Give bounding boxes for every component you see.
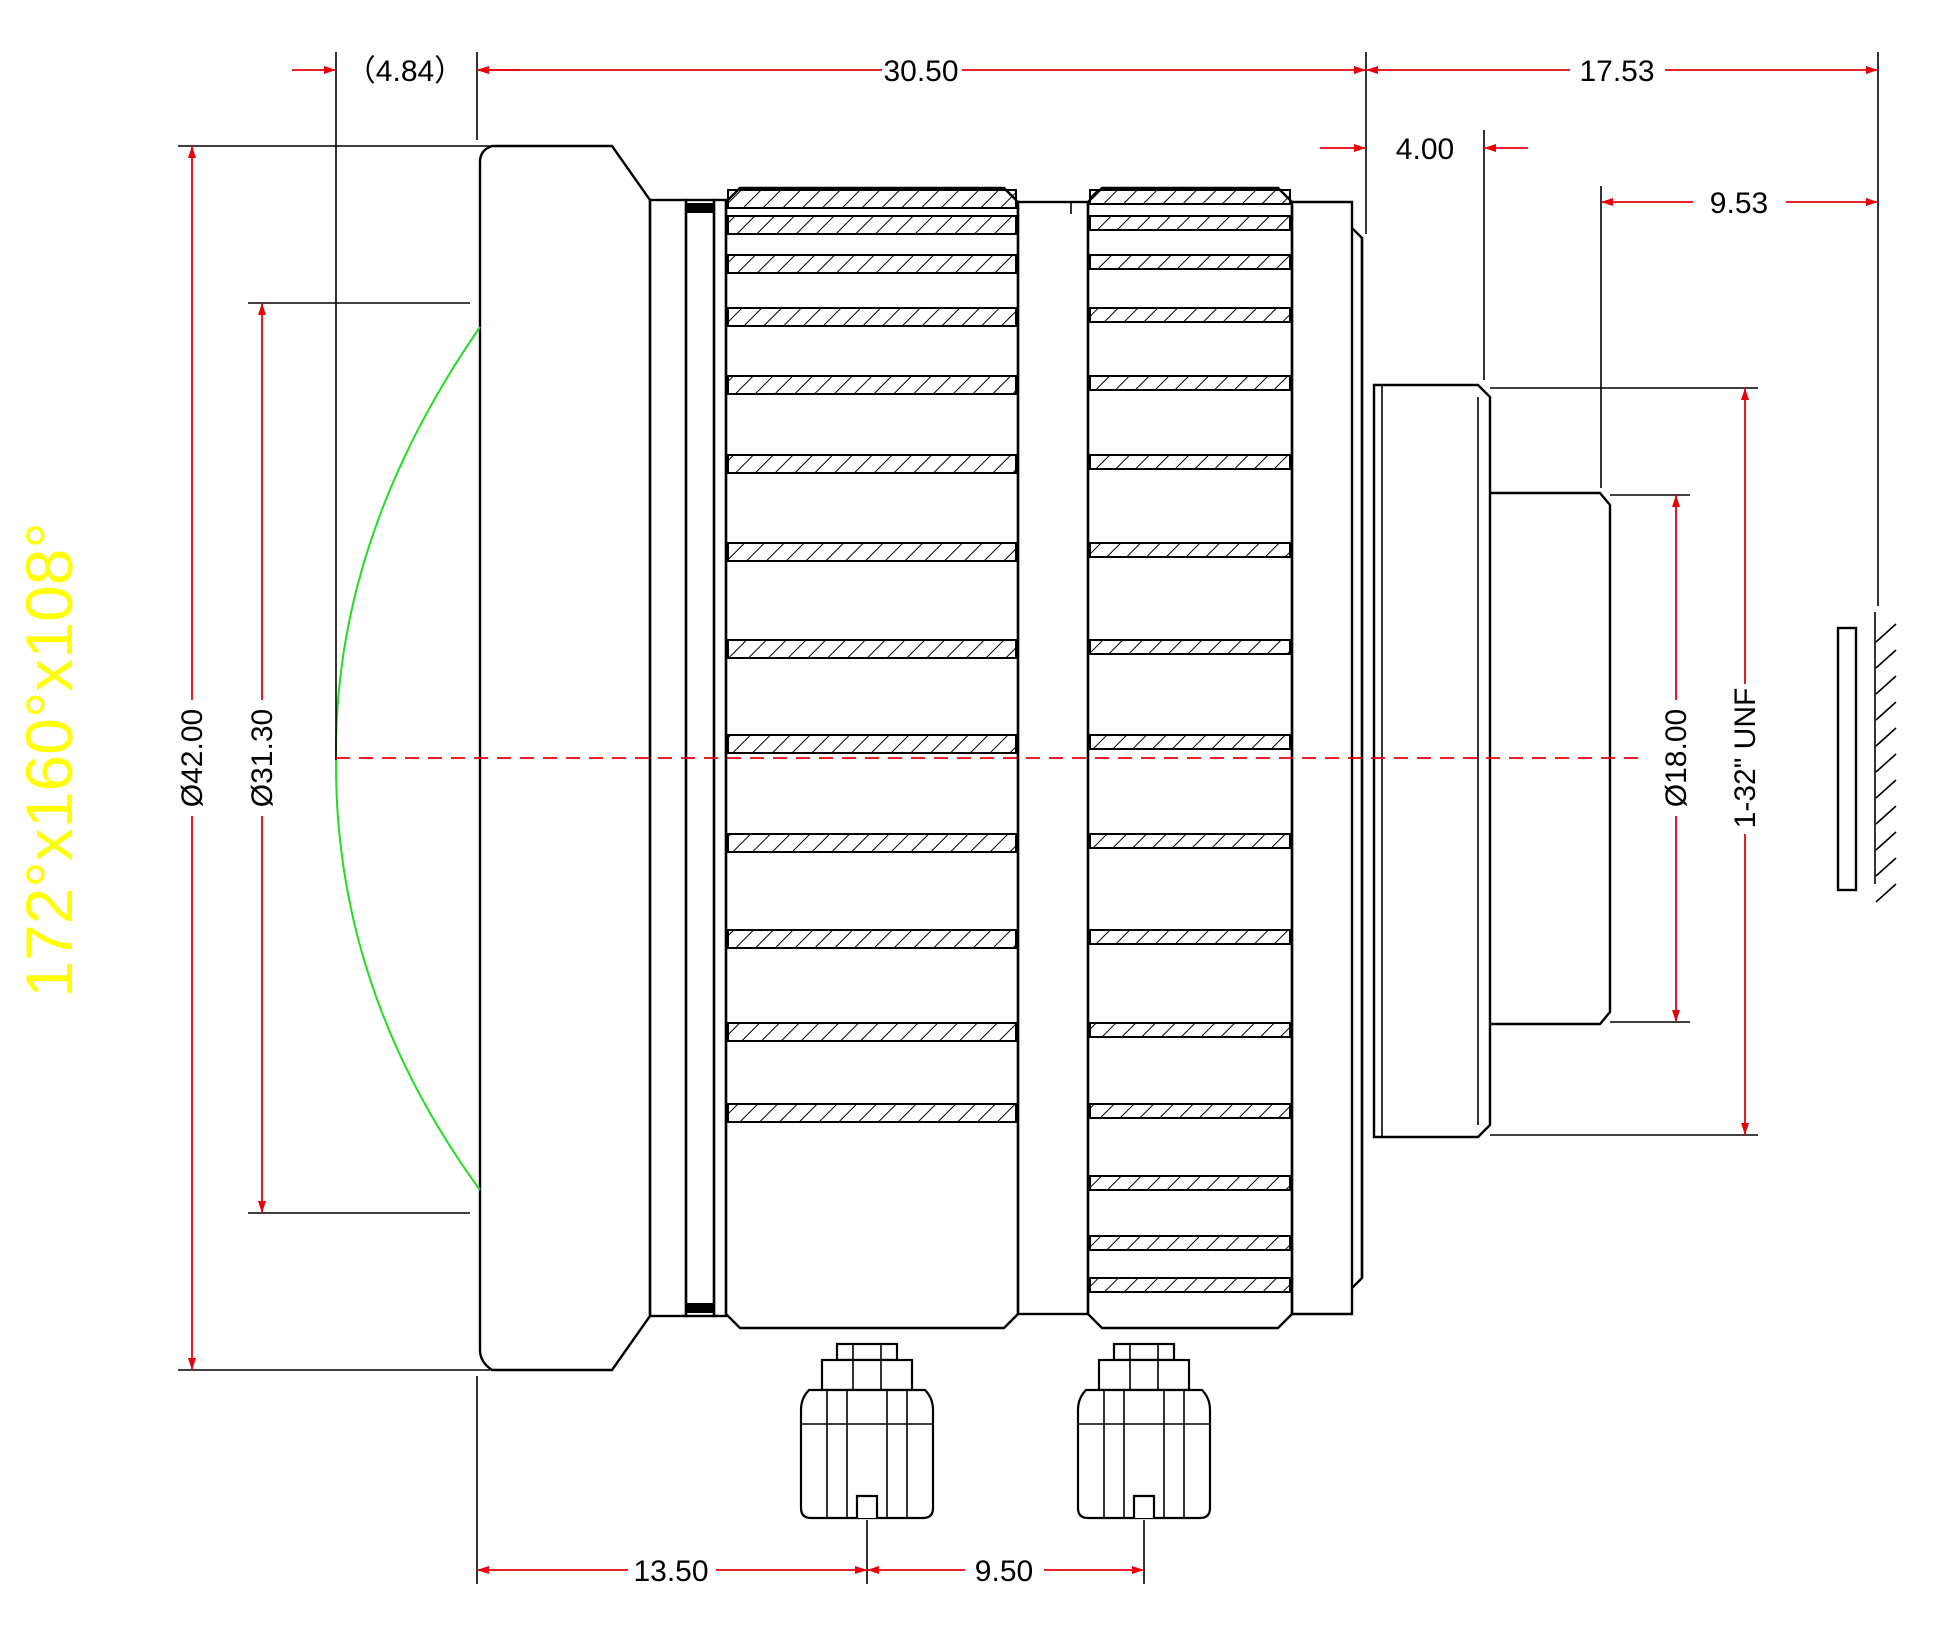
knurl-band	[727, 542, 1017, 562]
knurl-band	[1089, 639, 1291, 655]
dimensions: （4.84） 30.50 17.53 4.00 9.53 Ø42.00 Ø31.…	[176, 55, 1878, 1588]
screw-part	[855, 1494, 879, 1518]
knurl-band	[1089, 1235, 1291, 1251]
knurl-band	[727, 215, 1017, 235]
dim-screw-spacing: 9.50	[975, 1555, 1033, 1588]
dim-body-length: 30.50	[883, 55, 958, 88]
dim-outer-diameter: Ø42.00	[176, 709, 209, 807]
sensor-hatch-line	[1875, 701, 1897, 721]
dim-front-offset: （4.84）	[346, 55, 464, 88]
knurl-band	[727, 454, 1017, 474]
dim-front-glass-diameter: Ø31.30	[246, 709, 279, 807]
ring-groove-top-seal	[686, 203, 714, 213]
knurl-band	[1089, 454, 1291, 470]
knurl-band	[1089, 1277, 1291, 1293]
extension-lines	[178, 52, 1879, 1584]
lens-body	[334, 144, 1897, 1372]
mount-thread	[1372, 383, 1492, 1139]
knurl-band	[1089, 833, 1291, 849]
dim-flange-length: 17.53	[1579, 55, 1654, 88]
rear-body	[1290, 200, 1354, 1316]
knurl-band	[1089, 215, 1291, 231]
sensor-hatch-line	[1875, 623, 1897, 643]
sensor-hatch-line	[1875, 883, 1897, 903]
screw-part	[1097, 1358, 1191, 1392]
knurl-band	[727, 833, 1017, 853]
set-screw-2	[1076, 1342, 1212, 1520]
dim-screw1-offset: 13.50	[633, 1555, 708, 1588]
knurl-band	[1089, 734, 1291, 750]
sensor-hatch-line	[1875, 753, 1897, 773]
knurl-band	[727, 1103, 1017, 1123]
screw-part	[799, 1388, 935, 1520]
sensor-hatch-line	[1875, 857, 1897, 877]
screw-part	[820, 1358, 914, 1392]
knurl-band	[1089, 542, 1291, 558]
ring-groove-bottom-seal	[686, 1303, 714, 1313]
knurl-band	[1089, 929, 1291, 945]
sensor-hatch-line	[1875, 675, 1897, 695]
screw-part	[1112, 1342, 1176, 1362]
screw-part	[1132, 1494, 1156, 1518]
knurl-band	[727, 254, 1017, 274]
knurl-band	[1089, 189, 1291, 205]
sensor-hatch-line	[1875, 727, 1897, 747]
front-hood	[478, 144, 652, 1372]
knurl-band	[727, 734, 1017, 754]
ring-2-knurl	[1089, 189, 1291, 1293]
sensor-hatch-line	[1875, 649, 1897, 669]
fov-label: 172°x160°x108°	[12, 522, 86, 998]
dim-mount-thread: 1-32" UNF	[1729, 688, 1762, 829]
sensor-hatch-line	[1875, 831, 1897, 851]
knurl-band	[1089, 307, 1291, 323]
screw-part	[1076, 1388, 1212, 1520]
sensor-hatch-line	[1875, 805, 1897, 825]
knurl-band	[727, 307, 1017, 327]
knurl-band	[727, 189, 1017, 209]
knurl-band	[727, 639, 1017, 659]
dim-rear-diameter: Ø18.00	[1660, 709, 1693, 807]
knurl-band	[727, 375, 1017, 395]
dim-thread-length: 4.00	[1396, 133, 1454, 166]
knurl-band	[1089, 254, 1291, 270]
set-screw-1	[799, 1342, 935, 1520]
sensor-hatch	[1875, 623, 1897, 903]
knurl-band	[727, 1022, 1017, 1042]
sensor-hatch-line	[1875, 779, 1897, 799]
knurl-band	[1089, 1022, 1291, 1038]
screw-part	[835, 1342, 899, 1362]
knurl-band	[1089, 1175, 1291, 1191]
dim-back-focal: 9.53	[1710, 187, 1768, 220]
knurl-band	[1089, 1103, 1291, 1119]
sensor-plate	[1836, 626, 1858, 892]
knurl-band	[1089, 375, 1291, 391]
ring-1-knurl	[727, 189, 1017, 1123]
knurl-band	[727, 929, 1017, 949]
